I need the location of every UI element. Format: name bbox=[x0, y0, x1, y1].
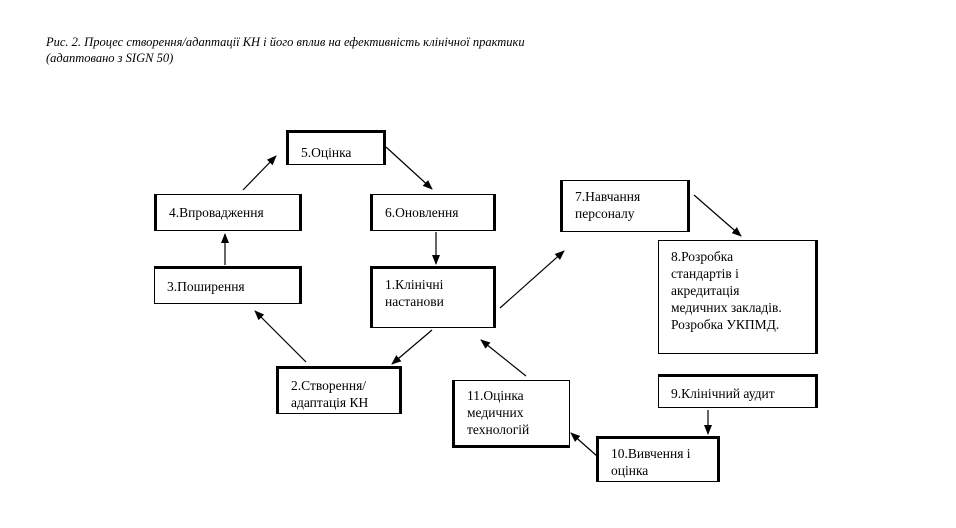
node-9-clinical-audit: 9.Клінічний аудит bbox=[658, 374, 818, 408]
node-label-line: адаптація КН bbox=[291, 395, 369, 410]
node-label-line: акредитація bbox=[671, 283, 740, 298]
node-11-technology-assessment: 11.Оцінка медичних технологій bbox=[452, 380, 570, 448]
node-4-implementation: 4.Впровадження bbox=[154, 194, 302, 231]
node-2-creation-adaptation: 2.Створення/адаптація КН bbox=[276, 366, 402, 414]
node-label-line: настанови bbox=[385, 294, 444, 309]
caption-line-2: (адаптовано з SIGN 50) bbox=[46, 51, 174, 65]
node-label-line: 8.Розробка bbox=[671, 249, 734, 264]
arrow-5-to-6 bbox=[385, 146, 433, 190]
node-label-line: стандартів і bbox=[671, 266, 739, 281]
node-label-line: оцінка bbox=[611, 463, 649, 478]
node-label-line: 11.Оцінка bbox=[467, 388, 524, 403]
arrow-4-to-5 bbox=[242, 155, 277, 191]
arrow-2-to-3 bbox=[254, 310, 307, 363]
arrow-11-to-1 bbox=[480, 339, 527, 377]
arrow-7-to-8 bbox=[693, 194, 742, 237]
node-label-line: 5.Оцінка bbox=[301, 145, 352, 160]
node-label-line: 1.Клінічні bbox=[385, 277, 444, 292]
node-label-line: 9.Клінічний аудит bbox=[671, 386, 775, 401]
arrow-1-to-2 bbox=[391, 329, 433, 365]
node-7-staff-training: 7.Навчання персоналу bbox=[560, 180, 690, 232]
node-label-line: 10.Вивчення і bbox=[611, 446, 691, 461]
node-label-line: 4.Впровадження bbox=[169, 205, 264, 220]
node-1-clinical-guidelines: 1.Клінічні настанови bbox=[370, 266, 496, 328]
node-label-line: персоналу bbox=[575, 206, 635, 221]
node-label-line: медичних закладів. bbox=[671, 300, 782, 315]
node-label-line: Розробка УКПМД. bbox=[671, 317, 780, 332]
figure-caption: Рис. 2. Процес створення/адаптації КН і … bbox=[46, 34, 525, 66]
node-label-line: 6.Оновлення bbox=[385, 205, 459, 220]
node-label-line: 2.Створення/ bbox=[291, 378, 367, 393]
node-3-dissemination: 3.Поширення bbox=[154, 266, 302, 304]
node-label-line: 3.Поширення bbox=[167, 279, 245, 294]
arrow-1-to-7 bbox=[499, 250, 565, 309]
node-5-evaluation: 5.Оцінка bbox=[286, 130, 386, 165]
node-label-line: 7.Навчання bbox=[575, 189, 641, 204]
node-6-update: 6.Оновлення bbox=[370, 194, 496, 231]
node-8-standards-accreditation: 8.Розробка стандартів і акредитація медични… bbox=[658, 240, 818, 354]
node-label-line: технологій bbox=[467, 422, 530, 437]
node-label-line: медичних bbox=[467, 405, 524, 420]
node-10-study-evaluation: 10.Вивчення і оцінка bbox=[596, 436, 720, 482]
caption-line-1: Рис. 2. Процес створення/адаптації КН і … bbox=[46, 35, 525, 49]
